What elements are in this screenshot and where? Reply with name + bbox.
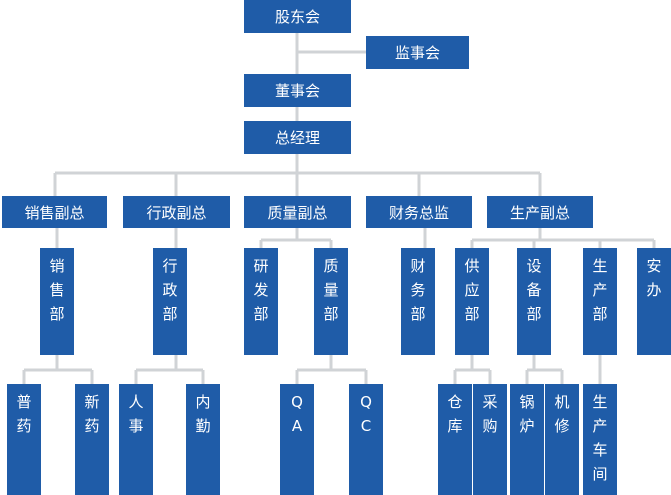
connector-quality-subunits (295, 355, 368, 384)
node-dept-production: 生 产 部 (583, 248, 617, 355)
node-board-of-directors: 董事会 (244, 74, 351, 107)
node-unit-new-drugs: 新 药 (75, 384, 109, 495)
node-unit-qc: Q C (349, 384, 383, 495)
connector-supply-subunits (453, 355, 492, 384)
node-unit-maintenance: 机 修 (545, 384, 579, 495)
node-dept-safety-office: 安 办 (637, 248, 671, 355)
node-dept-equipment: 设 备 部 (517, 248, 551, 355)
node-vp-sales: 销售副总 (2, 196, 107, 228)
node-unit-purchasing: 采 购 (473, 384, 507, 495)
node-supervisory-board: 监事会 (366, 36, 469, 69)
connector-quality-vp-bus (259, 228, 333, 248)
node-dept-admin: 行 政 部 (153, 248, 187, 355)
node-unit-personnel: 人 事 (119, 384, 153, 495)
node-dept-sales: 销 售 部 (40, 248, 74, 355)
node-general-manager: 总经理 (244, 121, 351, 154)
connector-vp-bus (53, 171, 542, 196)
node-dept-finance: 财 务 部 (401, 248, 435, 355)
node-dept-supply: 供 应 部 (455, 248, 489, 355)
node-shareholders-meeting: 股东会 (244, 0, 351, 33)
connector-production-vp-bus (470, 228, 656, 248)
connector-sales-subunits (22, 355, 94, 384)
node-dept-quality: 质 量 部 (314, 248, 348, 355)
node-unit-generic-drugs: 普 药 (7, 384, 41, 495)
node-unit-office-affairs: 内 勤 (186, 384, 220, 495)
node-unit-production-workshop: 生 产 车 间 (583, 384, 617, 495)
node-vp-quality: 质量副总 (244, 196, 351, 228)
node-dept-rnd: 研 发 部 (244, 248, 278, 355)
connector-equipment-subunits (525, 355, 564, 384)
node-vp-admin: 行政副总 (123, 196, 230, 228)
node-unit-qa: Q A (280, 384, 314, 495)
connector-admin-subunits (134, 355, 205, 384)
node-vp-production: 生产副总 (487, 196, 593, 228)
node-unit-warehouse: 仓 库 (438, 384, 472, 495)
node-finance-director: 财务总监 (366, 196, 472, 228)
node-unit-boiler: 锅 炉 (510, 384, 544, 495)
